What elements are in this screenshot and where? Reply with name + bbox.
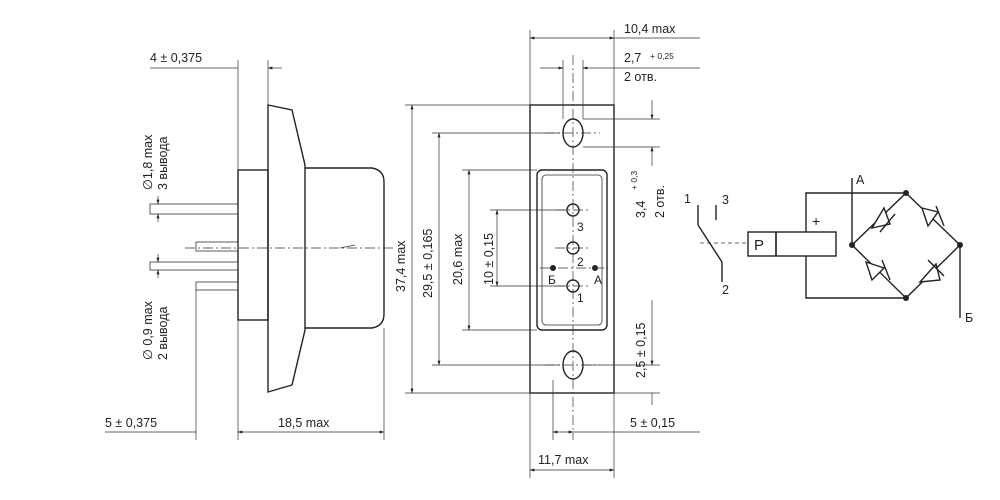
dim-lead-count-bottom: 2 вывода [156, 306, 170, 360]
label-a: A [594, 273, 602, 287]
lead-lower [149, 261, 239, 271]
dim-body-length: 18,5 max [278, 416, 330, 430]
dim-window: 20,6 max [451, 233, 465, 285]
connector-window-outer [536, 169, 608, 331]
plus-label: + [812, 213, 820, 229]
dim-slot-count: 2 отв. [653, 185, 667, 218]
dim-slot: 3,4 [634, 201, 648, 218]
dim-flange: 4 ± 0,375 [150, 51, 202, 65]
relay-coil [775, 231, 837, 257]
dim-hole-dia: 2,7 [624, 51, 641, 65]
pin-1-label: 1 [577, 291, 584, 305]
dim-slot-tol: + 0,3 [629, 171, 639, 190]
dim-width-bottom: 11,7 max [538, 453, 589, 467]
lead-bottom [195, 281, 239, 291]
diode-top-right [920, 205, 945, 228]
mounting-plate [529, 104, 615, 394]
lead-group [149, 203, 239, 291]
side-view: 4 ± 0,375 ∅1,8 max 3 вывода ∅ 0,9 max 2 … [105, 51, 395, 440]
flange-outline [237, 169, 269, 321]
dim-hole-offset: 5 ± 0,15 [630, 416, 675, 430]
switch-contact [697, 205, 748, 282]
diode-top-left [870, 206, 896, 233]
dim-hole-edge: 2,5 ± 0,15 [634, 322, 648, 378]
node-a: A [856, 173, 865, 187]
diode-bridge [849, 190, 963, 301]
switch-pin-2: 2 [722, 283, 729, 297]
lead-middle [195, 241, 239, 252]
switch-pin-1: 1 [684, 192, 691, 206]
dim-bottom-left: 5 ± 0,375 [105, 416, 157, 430]
dim-hole-tol: + 0,25 [650, 51, 674, 61]
dim-hole-spacing: 29,5 ± 0,165 [421, 229, 435, 298]
dim-lead-count-top: 3 вывода [156, 136, 170, 190]
switch-pin-3: 3 [722, 193, 729, 207]
diode-bottom-right [918, 259, 945, 283]
node-b: Б [965, 311, 973, 325]
side-indicator [339, 244, 356, 249]
lead-top [149, 203, 239, 215]
dim-total-height: 37,4 max [394, 240, 408, 292]
relay-label: P [754, 237, 764, 254]
label-b: Б [548, 273, 556, 287]
dim-hole-count: 2 отв. [624, 70, 657, 84]
dim-lead-dia-bottom: ∅ 0,9 max [141, 300, 155, 360]
schematic: 1 3 2 P + [684, 173, 973, 325]
connector-window-inner [541, 174, 603, 326]
diode-bottom-left [864, 259, 891, 282]
front-view: 3 2 1 Б A 10,4 max 2,7 + 0,25 2 отв. 37,… [394, 22, 700, 478]
dim-lead-dia-top: ∅1,8 max [141, 134, 155, 190]
taper-outline [267, 104, 306, 393]
dim-pin-spacing: 10 ± 0,15 [482, 233, 496, 285]
pin-2-label: 2 [577, 255, 584, 269]
pin-3-label: 3 [577, 220, 584, 234]
dim-width-top: 10,4 max [624, 22, 676, 36]
